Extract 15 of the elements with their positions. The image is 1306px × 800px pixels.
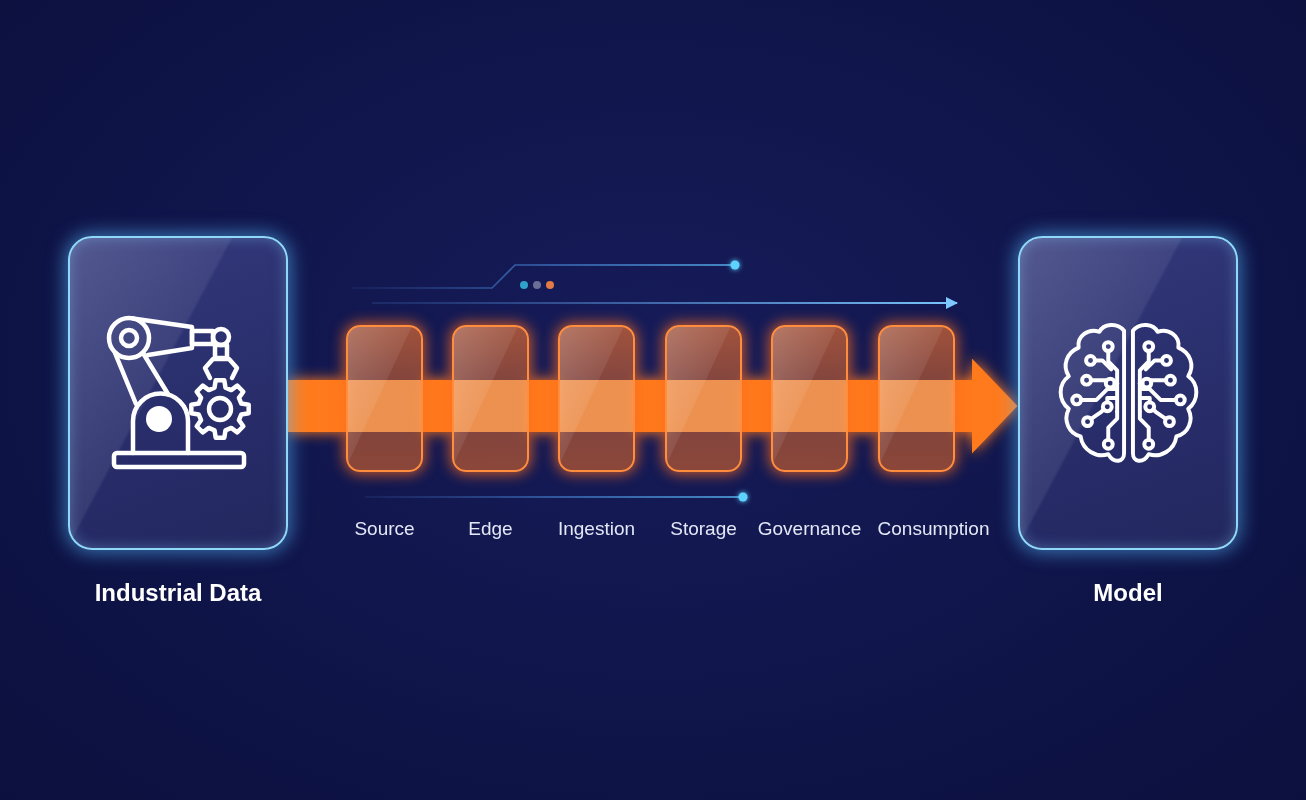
stage-label: Ingestion bbox=[557, 517, 636, 540]
stage-label: Source bbox=[354, 517, 415, 540]
flow-band bbox=[288, 380, 346, 432]
stage-label: Edge bbox=[468, 517, 513, 540]
stage-label: Consumption bbox=[877, 517, 990, 540]
node-label: Industrial Data bbox=[94, 578, 262, 607]
flow-arrow bbox=[955, 358, 1018, 454]
flow-band bbox=[529, 380, 558, 432]
stage-label: Storage bbox=[670, 517, 737, 540]
flow-band bbox=[423, 380, 452, 432]
flow-band bbox=[848, 380, 878, 432]
stage-label: Governance bbox=[757, 517, 862, 540]
flow-band bbox=[635, 380, 665, 432]
node-label: Model bbox=[1093, 578, 1163, 607]
flow-band bbox=[742, 380, 771, 432]
